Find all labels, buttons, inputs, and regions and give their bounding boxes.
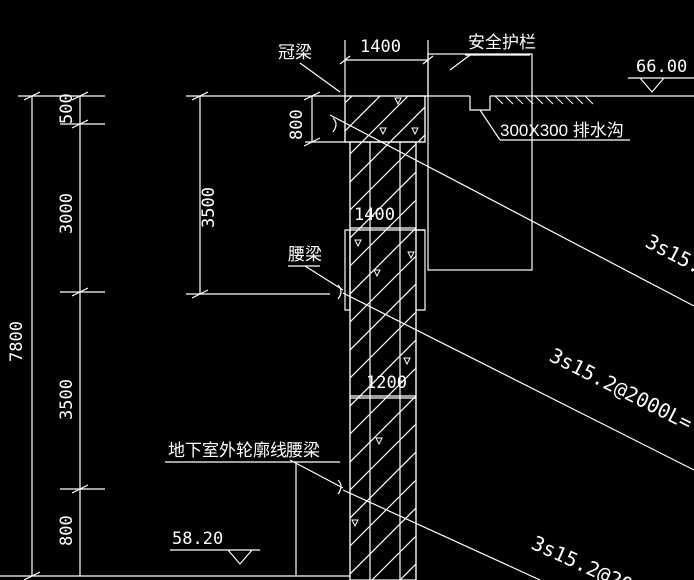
crown-beam-label: 冠梁: [278, 43, 312, 62]
dim-top-width: 1400: [360, 37, 401, 57]
dim-left-500: 500: [57, 93, 77, 124]
basement-outline-label: 地下室外轮廓线: [168, 441, 287, 460]
dim-chain-3500: [186, 91, 345, 299]
dim-left-3500: 3500: [57, 379, 77, 420]
drain-leader: [479, 109, 501, 141]
dim-segment-3500: 3500: [199, 187, 219, 228]
elevation-marker-top: [628, 77, 694, 93]
ground-line-bottom: [0, 549, 350, 577]
dim-chain-segments: [60, 91, 105, 576]
safety-rail-label: 安全护栏: [468, 33, 536, 52]
anchor-label-2: 3s15.2@2000L=: [546, 343, 694, 435]
anchor-line-3: [342, 489, 541, 580]
anchor-line-1: [329, 114, 694, 307]
dim-mid-width: 1400: [354, 205, 395, 225]
dim-chain-total: [18, 91, 60, 580]
dim-top-1400: [339, 40, 434, 96]
waist-beam-upper-label: 腰梁: [288, 245, 322, 264]
dim-left-3000: 3000: [57, 193, 77, 234]
elevation-bottom: 58.20: [172, 529, 223, 549]
elevation-top: 66.00: [636, 57, 687, 77]
dim-pile-width: 1200: [366, 373, 407, 393]
dim-chain-800: [303, 91, 345, 147]
dim-crown-height: 800: [287, 109, 307, 140]
concrete-markers: [351, 97, 419, 528]
drainage-ditch-label: 300X300 排水沟: [500, 121, 624, 140]
dim-left-800: 800: [57, 515, 77, 546]
anchor-label-1: 3s15.: [642, 229, 694, 278]
crown-beam-leader: [299, 62, 341, 133]
crown-beam: [344, 95, 426, 143]
rail-leader: [449, 54, 471, 71]
waist-beam-lower-label: 腰梁: [286, 441, 320, 460]
ground-line-top: [408, 95, 694, 111]
anchor-label-3: 3s15.2@20: [528, 531, 637, 580]
dim-total-height: 7800: [7, 321, 27, 362]
anchor-line-2: [342, 292, 694, 471]
safety-rail: [427, 53, 533, 271]
